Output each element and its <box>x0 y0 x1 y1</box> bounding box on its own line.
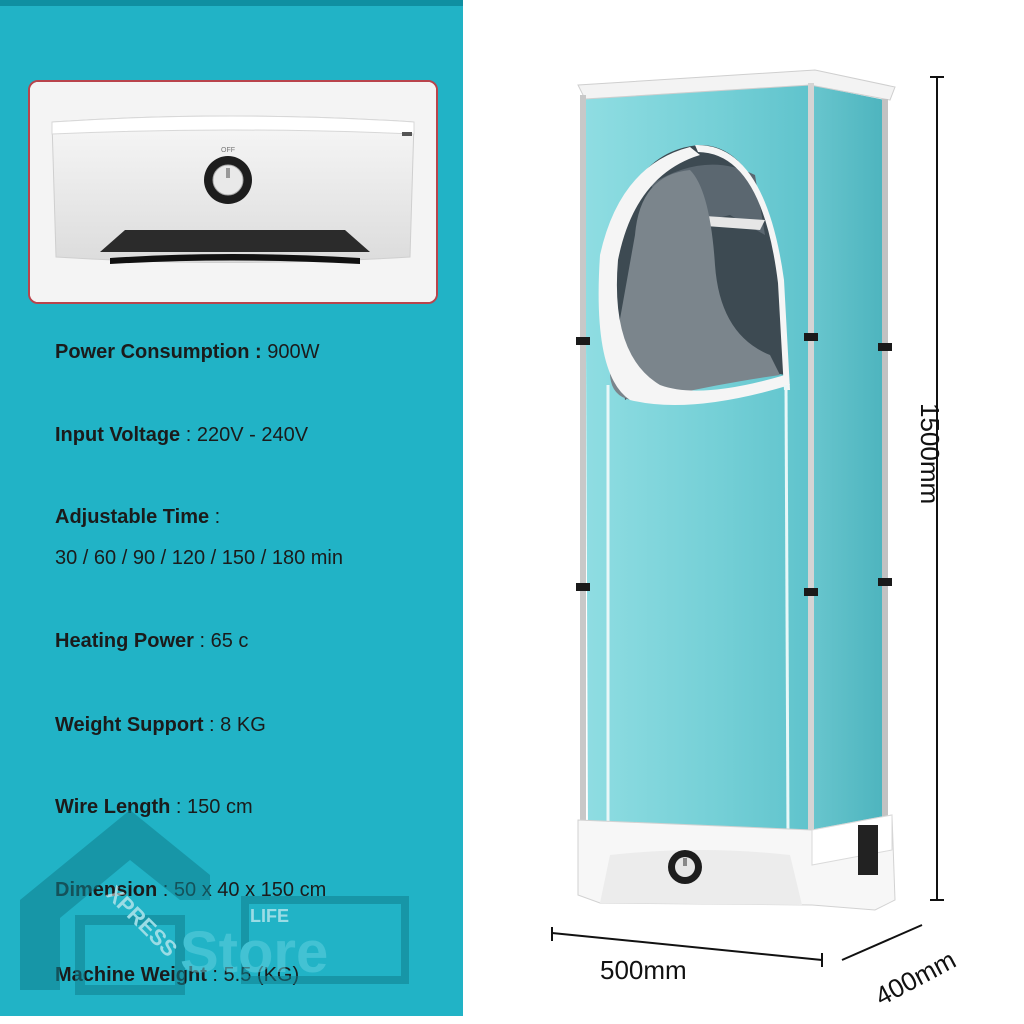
spec-separator: : <box>193 630 211 652</box>
spec-separator: : <box>157 879 174 901</box>
spec-label: Input Voltage <box>55 424 181 446</box>
panel-bottom-rule <box>0 1016 463 1024</box>
spec-label: Heating Power <box>55 630 194 652</box>
spec-weight-support: Weight Support : 8 KG <box>55 714 266 737</box>
spec-panel: OFF Power Consumption : 900W Input Volta… <box>0 0 463 1024</box>
spec-label: Adjustable Time <box>55 506 210 528</box>
spec-heating-power: Heating Power : 65 c <box>55 630 248 653</box>
spec-separator: : <box>249 341 268 363</box>
dimension-lines <box>551 76 944 967</box>
svg-text:Store: Store <box>180 920 328 985</box>
heater-base-illustration: OFF <box>30 82 436 302</box>
spec-separator: : <box>209 506 221 528</box>
spec-separator: : <box>170 796 188 818</box>
width-dimension-label: 500mm <box>600 955 687 985</box>
clothes-dryer-illustration <box>576 69 896 911</box>
spec-value: 900W <box>267 341 320 363</box>
spec-label: Weight Support <box>55 714 204 736</box>
spec-separator: : <box>203 714 221 736</box>
spec-input-voltage: Input Voltage : 220V - 240V <box>55 424 308 447</box>
spec-value: 150 cm <box>187 796 253 818</box>
svg-text:LIFE: LIFE <box>250 906 289 926</box>
svg-text:OFF: OFF <box>221 147 235 154</box>
spec-wire-length: Wire Length : 150 cm <box>55 796 253 819</box>
spec-value: 65 c <box>210 630 249 652</box>
spec-time-options: 30 / 60 / 90 / 120 / 150 / 180 min <box>55 547 343 569</box>
height-dimension-label: 1500mm <box>915 403 945 505</box>
panel-top-rule <box>0 0 463 6</box>
spec-separator: : <box>180 424 197 446</box>
spec-value: 8 KG <box>220 714 266 736</box>
spec-value: 220V - 240V <box>196 424 309 446</box>
spec-separator: : <box>206 964 224 986</box>
spec-adjustable-time: Adjustable Time : <box>55 506 220 529</box>
spec-label: Wire Length <box>55 796 171 818</box>
spec-label: Power Consumption <box>55 341 250 363</box>
heater-base-photo: OFF <box>28 80 438 304</box>
spec-label: Machine Weight <box>55 964 207 986</box>
spec-power-consumption: Power Consumption : 900W <box>55 341 319 364</box>
spec-value: 50 x 40 x 150 cm <box>173 879 327 901</box>
store-watermark-logo: XPRESS LIFE Store <box>20 810 409 995</box>
clothes-dryer-product: 1500mm 500mm 400mm <box>540 55 1010 1015</box>
